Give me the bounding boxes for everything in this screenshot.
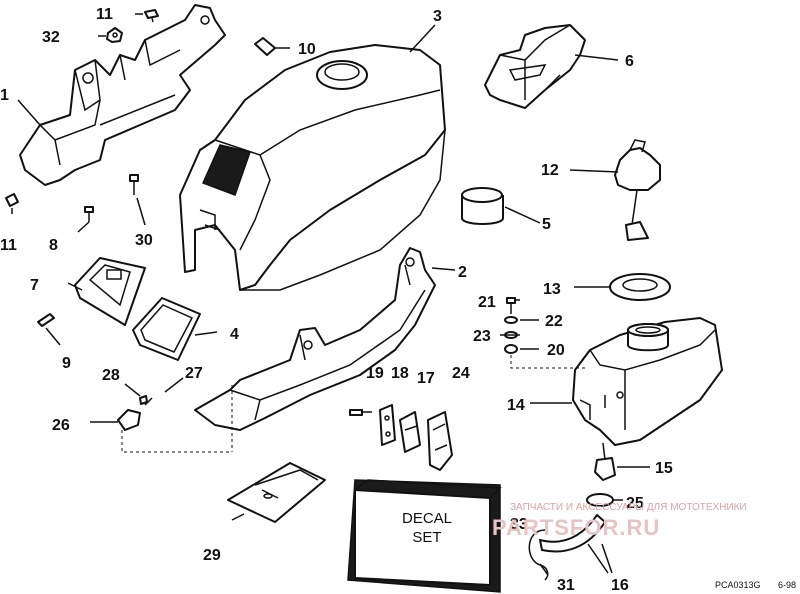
- callout-8: 8: [49, 237, 58, 254]
- callout-7: 7: [30, 277, 39, 294]
- part-1-support-bracket: [19, 4, 226, 186]
- decal-label-line2: SET: [412, 529, 441, 546]
- part-30-screw: [129, 174, 139, 195]
- callout-20: 20: [547, 342, 565, 359]
- callout-31: 31: [557, 577, 575, 594]
- callout-26: 26: [52, 417, 70, 434]
- part-14-fuel-tank: [572, 317, 723, 446]
- callout-23: 23: [473, 328, 491, 345]
- dashed-alignment-lines: [121, 355, 585, 453]
- callout-18: 18: [391, 365, 409, 382]
- watermark-brand: PARTSFOR.RU: [492, 515, 660, 540]
- part-13-seal-ring: [609, 273, 671, 301]
- part-22-washer: [504, 316, 518, 324]
- part-12-fuel-cap: [614, 139, 661, 241]
- callout-13: 13: [543, 281, 561, 298]
- part-26-bracket: [117, 409, 141, 431]
- part-3-motor-cover: [179, 44, 446, 291]
- callout-28: 28: [102, 367, 120, 384]
- part-17-shim: [399, 411, 421, 453]
- callout-6: 6: [625, 53, 634, 70]
- part-27-part: [144, 397, 153, 406]
- callout-10: 10: [298, 41, 316, 58]
- callout-29: 29: [203, 547, 221, 564]
- callout-25: 25: [626, 495, 644, 512]
- part-11-screw-left: [5, 193, 19, 207]
- callout-32: 32: [42, 29, 60, 46]
- leader-lines: [11, 13, 650, 576]
- part-28-part: [139, 395, 148, 405]
- decal-label-line1: DECAL: [402, 510, 452, 527]
- callout-4: 4: [230, 326, 239, 343]
- callout-24: 24: [452, 365, 470, 382]
- part-7-plate: [74, 257, 146, 326]
- part-15-fuel-fitting: [594, 442, 616, 481]
- callout-14: 14: [507, 397, 525, 414]
- callout-3: 3: [433, 8, 442, 25]
- part-33-decal-set-box: [347, 479, 502, 593]
- callout-27: 27: [185, 365, 203, 382]
- part-18-shim: [379, 404, 396, 446]
- part-11-screw-top: [144, 9, 159, 23]
- part-4-gasket: [132, 297, 201, 361]
- callout-17: 17: [417, 370, 435, 387]
- callout-labels: 1 2 3 4 5 6 7 8 9 10 11 11 12 13 14 15 1…: [0, 6, 673, 594]
- callout-11-top: 11: [96, 6, 113, 23]
- part-5-sleeve: [461, 187, 504, 225]
- part-16-hose: [539, 514, 606, 553]
- figure-date: 6-98: [778, 580, 796, 590]
- callout-15: 15: [655, 460, 673, 477]
- part-32-nut: [106, 27, 123, 43]
- part-6-bracket: [484, 24, 586, 109]
- part-29-pouch: [227, 462, 326, 523]
- callout-33: 33: [510, 516, 528, 533]
- callout-11-left: 11: [0, 237, 17, 254]
- figure-code: PCA0313G: [715, 580, 761, 590]
- part-21-screw: [506, 297, 516, 314]
- callout-12: 12: [541, 162, 559, 179]
- callout-30: 30: [135, 232, 153, 249]
- part-8-screw: [84, 206, 94, 222]
- watermark-caption: ЗАПЧАСТИ И АКСЕССУАРЫ ДЛЯ МОТОТЕХНИКИ: [510, 502, 747, 513]
- callout-21: 21: [478, 294, 496, 311]
- part-9-screw: [37, 313, 55, 327]
- part-24-pad: [427, 411, 453, 471]
- part-20-grommet: [504, 344, 518, 354]
- part-2-lower-tray: [194, 247, 436, 431]
- callout-1: 1: [0, 87, 9, 104]
- callout-22: 22: [545, 313, 563, 330]
- callout-2: 2: [458, 264, 467, 281]
- callout-9: 9: [62, 355, 71, 372]
- callout-16: 16: [611, 577, 629, 594]
- part-10-pin: [254, 37, 276, 56]
- part-19-screw: [349, 409, 372, 416]
- callout-19: 19: [366, 365, 384, 382]
- callout-5: 5: [542, 216, 551, 233]
